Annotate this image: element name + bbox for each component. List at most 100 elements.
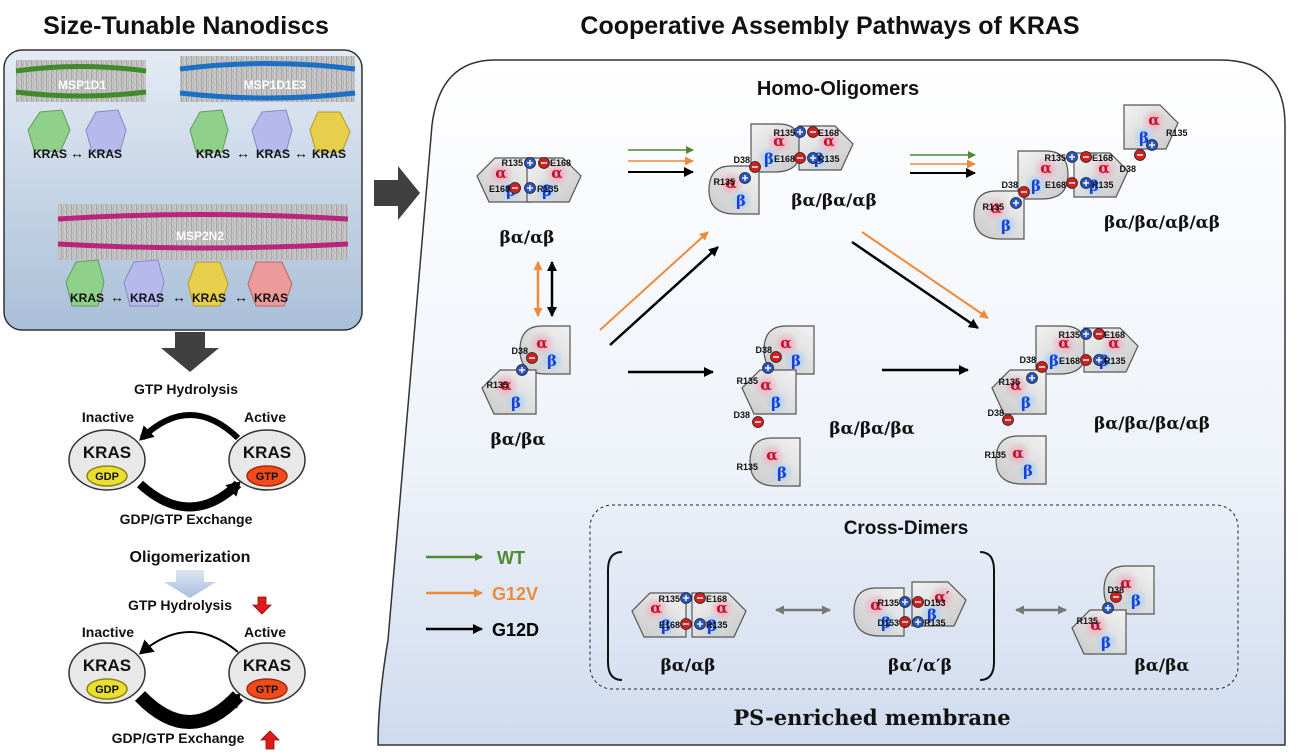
negative-charge-icon (538, 157, 550, 169)
gdp-badge (86, 678, 128, 700)
residue-label: E168 (1045, 180, 1066, 190)
exchange-label: GDP/GTP Exchange (112, 730, 245, 746)
residue-label: E168 (489, 184, 510, 194)
kras-inactive-label: KRAS (83, 656, 131, 675)
beta-label: β (791, 352, 801, 370)
residue-label: E168 (1104, 330, 1125, 340)
beta-label: β (764, 150, 774, 168)
positive-charge-icon (516, 364, 528, 376)
residue-label: R135 (486, 380, 508, 390)
negative-charge-icon (509, 182, 521, 194)
alpha-label: α (990, 199, 1002, 217)
residue-label: R135 (998, 377, 1020, 387)
inactive-label: Inactive (82, 409, 134, 425)
residue-label: R135 (1092, 180, 1114, 190)
alpha-label: α (773, 132, 785, 150)
pair-arrow: ↔ (110, 289, 124, 305)
gtp-label: GTP (256, 684, 279, 696)
hydrolysis-arrow-icon (139, 412, 241, 441)
species-ba-ba-ba-ab: βα/βα/βα/αβ (1094, 414, 1210, 434)
beta-region (994, 213, 1018, 237)
positive-charge-icon (1026, 372, 1038, 384)
positive-charge-icon (1093, 354, 1105, 366)
kras-label: KRAS (88, 147, 122, 161)
oligomerization-label: Oligomerization (130, 549, 251, 566)
kras-label: KRAS (254, 291, 288, 305)
beta-label: β (661, 617, 671, 635)
alpha-label: α (780, 334, 792, 352)
kras-pair-small: KRAS ↔ KRAS (27, 109, 127, 161)
beta-region (1024, 173, 1048, 197)
kras-label: KRAS (196, 147, 230, 161)
species-ba-ba-ba: βα/βα/βα (829, 419, 915, 439)
beta-region (1016, 458, 1040, 482)
species-ba-ba-ab: βα/βα/αβ (791, 191, 877, 211)
residue-label: R135 (537, 184, 559, 194)
residue-label: R135 (1058, 330, 1080, 340)
positive-charge-icon (680, 592, 692, 604)
pathway-arrow (851, 240, 979, 330)
kras-quad: KRAS ↔ KRAS ↔ KRAS ↔ KRAS (65, 259, 293, 307)
positive-charge-icon (912, 616, 924, 628)
positive-charge-icon (762, 362, 774, 374)
alpha-label: α (823, 132, 835, 150)
exchange-arrow-icon (136, 480, 242, 512)
msp2n2-disc: MSP2N2 (57, 204, 349, 260)
active-label: Active (244, 409, 286, 425)
pathway-arrows (533, 146, 1067, 615)
pair-arrow: ↔ (70, 145, 84, 161)
residue-label: R135 (1166, 128, 1188, 138)
kras-monomer-unit: αβ (741, 369, 797, 415)
legend-g12v-label: G12V (492, 584, 538, 604)
beta-label: β (547, 352, 557, 370)
gtp-badge (246, 678, 288, 700)
alpha-label: α (495, 164, 507, 182)
kras-monomer-unit: αβ (1073, 152, 1129, 198)
residue-label: R135 (818, 154, 840, 164)
beta-label: β (881, 614, 891, 632)
kras-label: KRAS (192, 291, 226, 305)
negative-charge-icon (1002, 414, 1014, 426)
species-cross-ba-ba: βα/βα (1135, 656, 1190, 676)
kras-monomer-unit: αβ (1017, 150, 1069, 200)
negative-charge-icon (1110, 591, 1122, 603)
oligomerization-arrow-icon (164, 570, 216, 598)
beta-label: β (1101, 634, 1111, 652)
alpha-label: α (1058, 334, 1070, 352)
positive-charge-icon (1080, 177, 1092, 189)
beta-region (1042, 348, 1066, 372)
residue-label: E168 (1092, 153, 1113, 163)
beta-label: β (542, 182, 552, 200)
kras-monomer-unit: αβ (1123, 104, 1179, 150)
main-title: Cooperative Assembly Pathways of KRAS (580, 12, 1079, 40)
residue-label: R135 (877, 598, 899, 608)
alpha-label: α (1012, 444, 1024, 462)
gtpase-cycle-top: GTP Hydrolysis Inactive Active KRAS GDP … (68, 381, 306, 527)
pair-arrow: ↔ (234, 289, 248, 305)
cross-dimers-box (589, 504, 1239, 690)
negative-charge-icon (912, 596, 924, 608)
residue-label: R135 (1044, 153, 1066, 163)
residue-label: R135 (501, 158, 523, 168)
negative-charge-icon (752, 416, 764, 428)
beta-region (784, 348, 808, 372)
negative-charge-icon (1134, 149, 1146, 161)
positive-charge-icon (807, 152, 819, 164)
kras-label: KRAS (70, 291, 104, 305)
alpha-label: α (1040, 159, 1052, 177)
beta-label: β (777, 464, 787, 482)
residue-label: E168 (774, 154, 795, 164)
left-bracket (607, 551, 623, 681)
species-ba-ba-ab-ab: βα/βα/αβ/αβ (1104, 213, 1220, 233)
negative-charge-icon (899, 616, 911, 628)
negative-charge-icon (1018, 186, 1030, 198)
positive-charge-icon (899, 596, 911, 608)
kras-inactive-label: KRAS (83, 443, 131, 462)
legend-wt-label: WT (497, 548, 525, 568)
kras-active-label: KRAS (243, 443, 291, 462)
beta-label: β (1031, 177, 1041, 195)
alpha-label: α (716, 599, 728, 617)
residue-label: D38 (1001, 180, 1018, 190)
beta-region (1124, 588, 1148, 612)
